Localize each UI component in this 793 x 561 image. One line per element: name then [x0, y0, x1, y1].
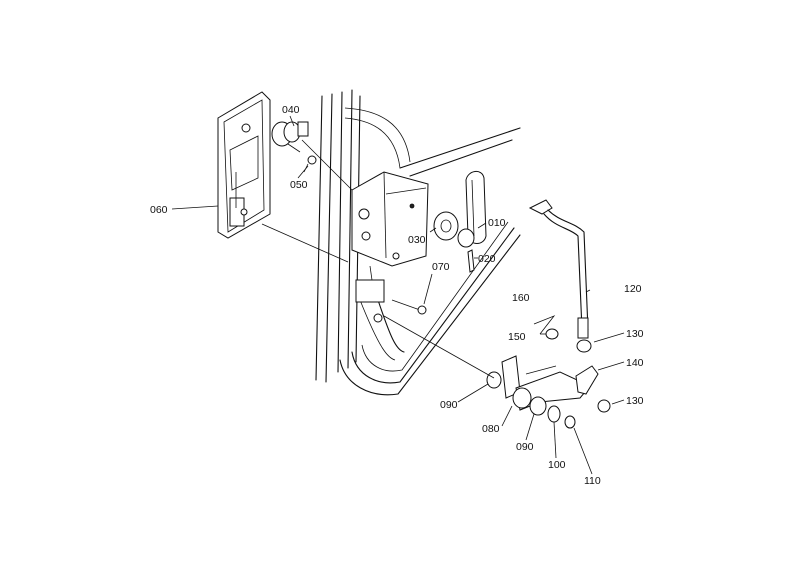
label-150: 150 [508, 331, 526, 343]
label-120: 120 [624, 283, 642, 295]
washer-010-end [457, 228, 475, 248]
lock-cylinder-040 [271, 121, 309, 153]
nut-110 [564, 415, 576, 429]
screw-050 [303, 155, 317, 173]
label-080: 080 [482, 423, 500, 435]
roller-030 [433, 211, 459, 241]
label-130-bottom: 130 [626, 395, 644, 407]
label-040: 040 [282, 104, 300, 116]
linkage-lever-080 [501, 355, 591, 411]
label-130-top: 130 [626, 328, 644, 340]
inner-handle-plate-060 [217, 91, 271, 239]
bolt-070 [391, 299, 427, 315]
bushing-090-b [529, 396, 547, 416]
label-100: 100 [548, 459, 566, 471]
leader-lines [171, 115, 625, 475]
label-020: 020 [478, 253, 496, 265]
washer-150 [545, 328, 559, 340]
handle-lever-010 [465, 171, 487, 244]
label-090-right: 090 [516, 441, 534, 453]
bushing-090-a [486, 371, 502, 389]
label-160: 160 [512, 292, 530, 304]
label-110: 110 [584, 475, 601, 487]
label-090-left: 090 [440, 399, 458, 411]
spring-clip-160 [533, 315, 556, 335]
part-labels: 060 040 050 030 010 020 070 160 150 120 … [150, 104, 644, 487]
label-070: 070 [432, 261, 450, 273]
lock-body [351, 171, 429, 323]
label-140: 140 [626, 357, 644, 369]
lever-140 [575, 365, 599, 395]
linkage-rod-120 [528, 199, 589, 339]
nut-130-b [597, 399, 611, 413]
washer-130-a [576, 339, 592, 353]
spring-pin-020 [467, 249, 475, 273]
label-030: 030 [408, 234, 426, 246]
label-060: 060 [150, 204, 168, 216]
guide-lines [261, 139, 495, 379]
washer-100 [547, 405, 561, 423]
label-010: 010 [488, 217, 506, 229]
label-050: 050 [290, 179, 308, 191]
